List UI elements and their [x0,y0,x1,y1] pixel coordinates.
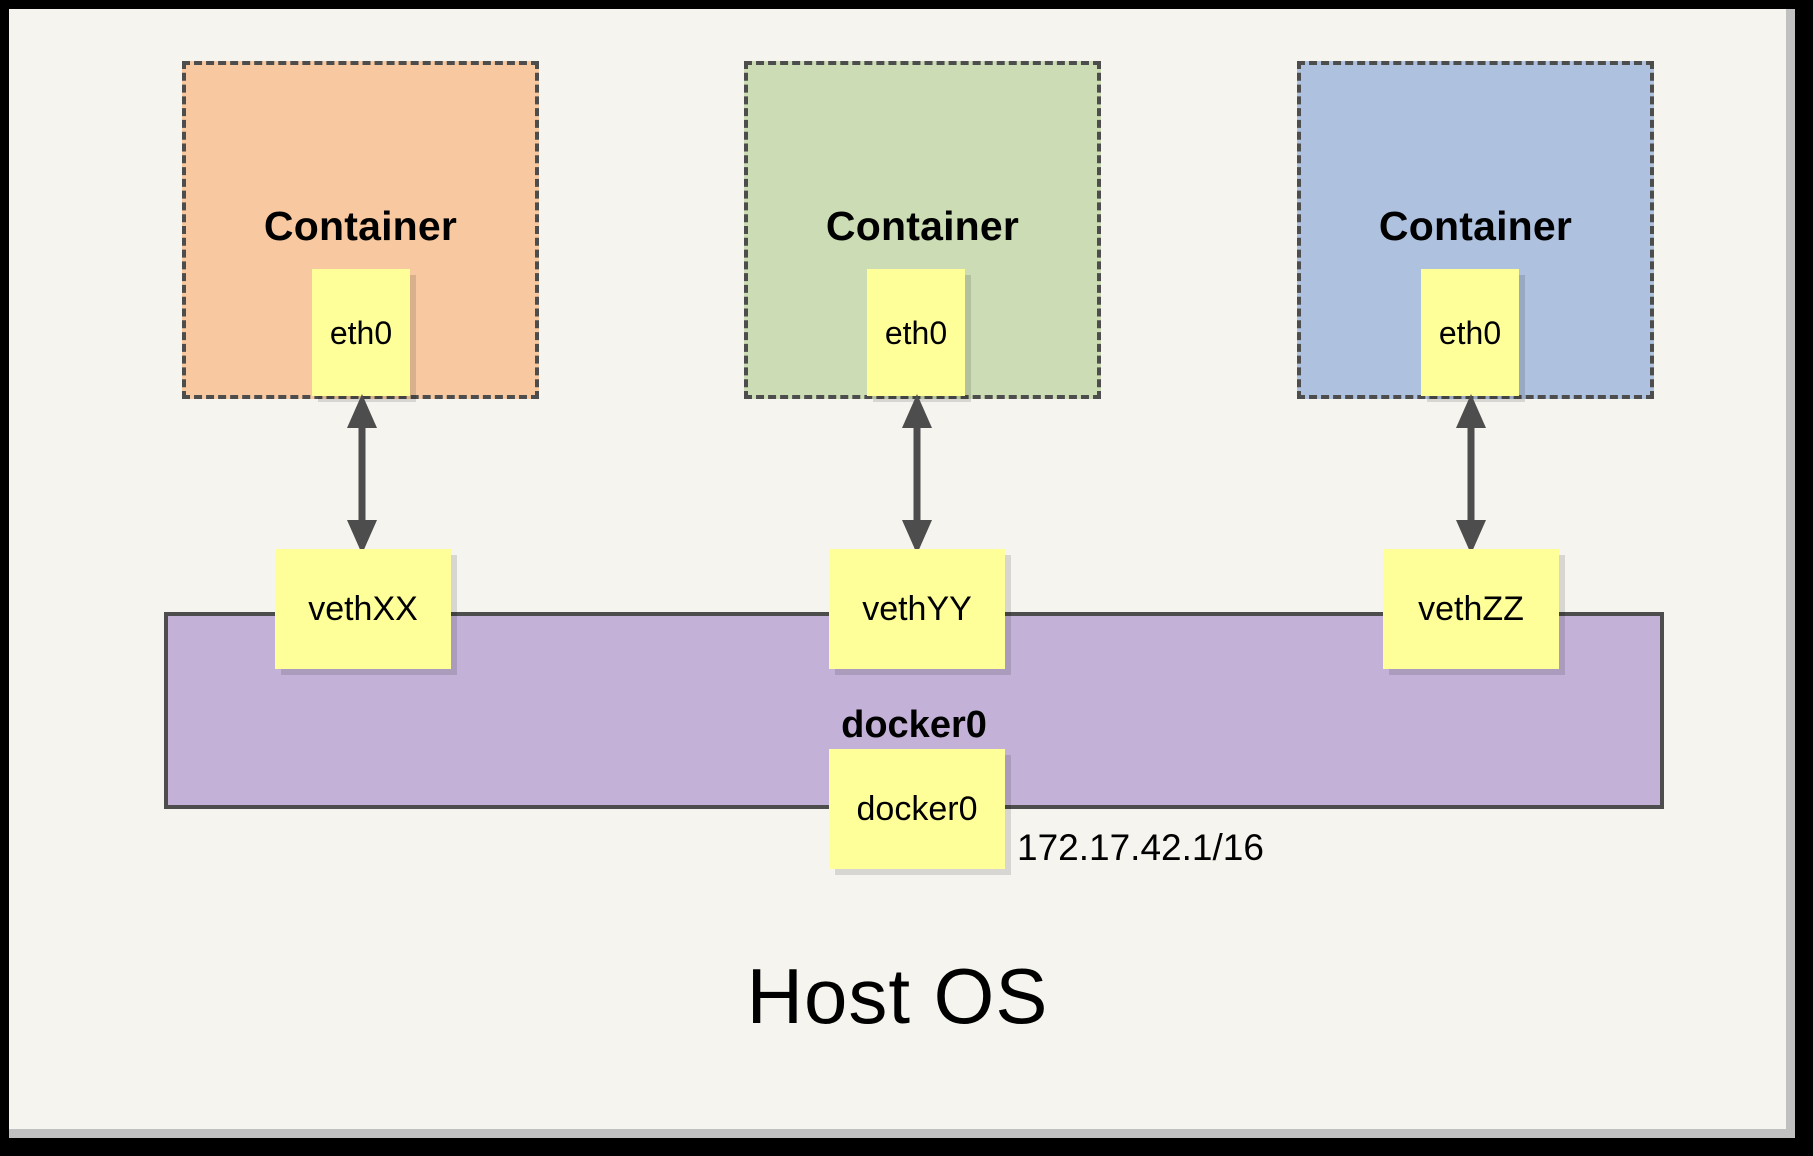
docker0-interface-note: docker0 [829,749,1005,869]
veth-link-arrow-3 [1456,394,1486,554]
veth-note-1: vethXX [275,549,451,669]
eth0-note-1: eth0 [312,269,410,396]
eth0-note-3: eth0 [1421,269,1519,396]
veth-link-arrow-2 [902,394,932,554]
docker0-ip-label: 172.17.42.1/16 [1017,827,1264,868]
docker0-bridge-label: docker0 [841,704,987,746]
host-os-label: Host OS [746,952,1049,1040]
container-label-1: Container [263,203,458,249]
container-label-3: Container [1378,203,1573,249]
container-label-2: Container [825,203,1020,249]
veth-note-2: vethYY [829,549,1005,669]
eth0-note-2: eth0 [867,269,965,396]
veth-link-arrow-1 [347,394,377,554]
veth-note-3: vethZZ [1383,549,1559,669]
diagram-page: Container eth0 Container eth0 Container … [9,9,1795,1138]
